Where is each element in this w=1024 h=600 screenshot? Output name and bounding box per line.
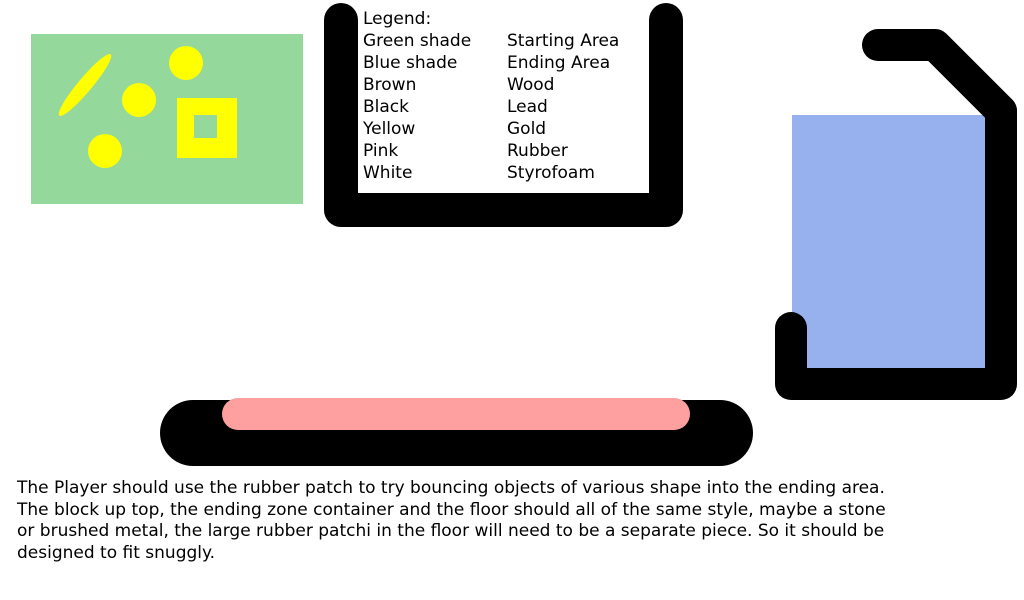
legend: Legend: Green shade Starting Area Blue s… (363, 8, 653, 184)
legend-key: Yellow (363, 119, 416, 139)
gold-square-frame[interactable] (177, 98, 237, 158)
legend-row: Brown Wood (363, 74, 653, 96)
legend-row: Yellow Gold (363, 118, 653, 140)
legend-key: Pink (363, 141, 399, 161)
gold-ball[interactable] (88, 134, 122, 168)
legend-row: Green shade Starting Area (363, 30, 653, 52)
legend-value: Ending Area (507, 53, 611, 73)
gold-ball[interactable] (122, 83, 156, 117)
legend-value: Lead (507, 97, 548, 117)
ending-area (792, 115, 988, 368)
starting-area (31, 34, 303, 204)
legend-key: Blue shade (363, 53, 458, 73)
legend-key: Black (363, 97, 409, 117)
legend-key: Brown (363, 75, 417, 95)
lead-ending-container (775, 95, 1017, 400)
legend-row: Pink Rubber (363, 140, 653, 162)
gold-oval[interactable] (54, 50, 116, 120)
gold-ball[interactable] (169, 46, 203, 80)
legend-title: Legend: (363, 9, 432, 29)
legend-value: Wood (507, 75, 555, 95)
styrofoam-panel (358, 8, 649, 193)
lead-hook (862, 29, 1017, 127)
legend-key: Green shade (363, 31, 472, 51)
legend-value: Gold (507, 119, 547, 139)
lead-top-block (324, 3, 683, 227)
legend-value: Starting Area (507, 31, 620, 51)
legend-row: Black Lead (363, 96, 653, 118)
instructions-text: The Player should use the rubber patch t… (17, 478, 886, 563)
legend-value: Styrofoam (507, 163, 595, 183)
legend-value: Rubber (507, 141, 568, 161)
legend-row: White Styrofoam (363, 162, 653, 184)
legend-key: White (363, 163, 413, 183)
legend-row: Blue shade Ending Area (363, 52, 653, 74)
